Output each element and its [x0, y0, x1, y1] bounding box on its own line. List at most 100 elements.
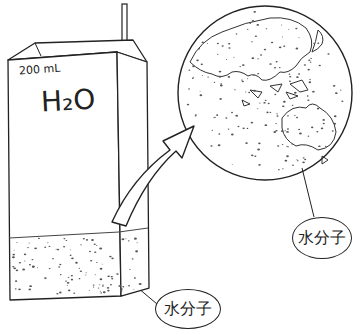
molecule-dot: [13, 267, 16, 269]
molecule-dot: [303, 157, 305, 158]
molecule-dot: [49, 268, 51, 269]
molecule-dot: [12, 256, 15, 258]
molecule-dot: [304, 159, 306, 160]
molecule-dot: [341, 100, 343, 101]
molecule-dot: [264, 124, 267, 126]
molecule-dot: [304, 64, 306, 66]
molecule-dot: [219, 71, 222, 73]
molecule-dot: [202, 42, 204, 44]
molecule-dot: [100, 292, 102, 293]
molecule-dot: [32, 266, 35, 268]
molecule-dot: [323, 123, 325, 124]
molecule-dot: [99, 247, 102, 249]
molecule-dot: [250, 23, 252, 24]
magnified-globe: [178, 6, 352, 180]
molecule-dot: [282, 144, 283, 145]
molecule-dot: [310, 61, 312, 62]
molecule-dot: [281, 24, 282, 26]
molecule-dot: [255, 35, 257, 37]
japan-outline: [312, 30, 323, 52]
molecule-dot: [56, 248, 57, 250]
molecule-dot: [139, 283, 142, 285]
molecule-dot: [125, 238, 126, 240]
molecule-dot: [70, 255, 72, 256]
molecule-dot: [282, 168, 284, 169]
molecule-dot: [247, 29, 248, 30]
molecule-dot: [242, 64, 245, 66]
molecule-dot: [228, 47, 230, 49]
molecule-dot: [79, 278, 81, 279]
molecule-dot: [276, 113, 278, 114]
molecule-dot: [291, 144, 292, 146]
molecule-dot: [284, 134, 285, 136]
molecule-dot: [294, 92, 297, 94]
molecule-dot: [279, 46, 282, 48]
molecule-dot: [134, 277, 136, 279]
molecule-dot: [212, 130, 213, 131]
molecule-dot: [122, 238, 125, 240]
molecule-dot: [85, 272, 86, 274]
molecule-dot: [217, 53, 218, 55]
molecule-dot: [100, 268, 103, 270]
molecule-dot: [89, 290, 90, 292]
molecule-dot: [222, 45, 224, 47]
molecule-dot: [80, 270, 82, 272]
molecule-dot: [271, 42, 273, 44]
molecule-dot: [251, 41, 253, 42]
molecule-dot: [263, 102, 265, 104]
islands-outline: [242, 84, 298, 106]
molecule-dot: [52, 258, 54, 259]
molecule-dot: [309, 81, 312, 83]
molecule-dot: [71, 279, 73, 281]
carton-outline: [5, 38, 155, 303]
magnifier-circle: [178, 6, 352, 180]
molecule-dot: [274, 67, 276, 69]
molecule-dot: [309, 79, 311, 80]
molecule-dot: [210, 145, 212, 147]
molecule-dot: [260, 54, 262, 55]
molecule-dot: [29, 285, 32, 287]
molecule-dot: [195, 115, 197, 116]
molecule-dot: [289, 74, 291, 75]
molecule-dot: [96, 262, 97, 263]
molecule-dot: [286, 155, 289, 157]
molecule-dot: [132, 258, 134, 259]
molecule-dot: [188, 88, 190, 89]
tasmania-outline: [322, 156, 328, 164]
molecule-dot: [308, 59, 310, 61]
molecule-dot: [100, 290, 101, 292]
molecule-dot: [308, 69, 310, 71]
asia-outline: [190, 18, 312, 81]
molecule-dot: [44, 277, 47, 279]
molecule-dot: [296, 48, 299, 50]
molecule-dot: [119, 285, 121, 287]
molecule-dot: [219, 98, 221, 100]
molecule-dot: [289, 76, 291, 78]
molecule-dot: [266, 112, 268, 114]
molecule-dot: [111, 276, 113, 278]
molecule-dot: [257, 58, 259, 59]
molecule-dot: [333, 85, 336, 87]
molecule-dot: [297, 160, 298, 161]
molecule-dot: [220, 83, 222, 84]
molecule-dot: [245, 142, 248, 144]
molecule-dot: [220, 85, 223, 87]
molecule-dot: [325, 146, 327, 147]
molecule-dot: [67, 282, 70, 284]
molecule-dot: [65, 280, 67, 281]
molecule-dot: [264, 49, 266, 51]
molecule-dot: [111, 278, 113, 279]
molecule-dot: [298, 129, 300, 130]
molecule-dot: [192, 65, 195, 67]
molecule-dot: [24, 260, 25, 262]
molecule-dot: [34, 247, 37, 249]
molecule-dot: [63, 238, 65, 239]
molecule-dot: [316, 131, 318, 132]
molecule-dot: [276, 61, 278, 63]
molecule-dot: [218, 144, 221, 146]
molecule-dot: [253, 75, 255, 76]
molecule-dot: [234, 89, 236, 90]
molecule-dot: [195, 114, 197, 115]
juice-carton: 200 mLH₂O: [5, 38, 155, 303]
molecule-dot: [285, 160, 288, 162]
